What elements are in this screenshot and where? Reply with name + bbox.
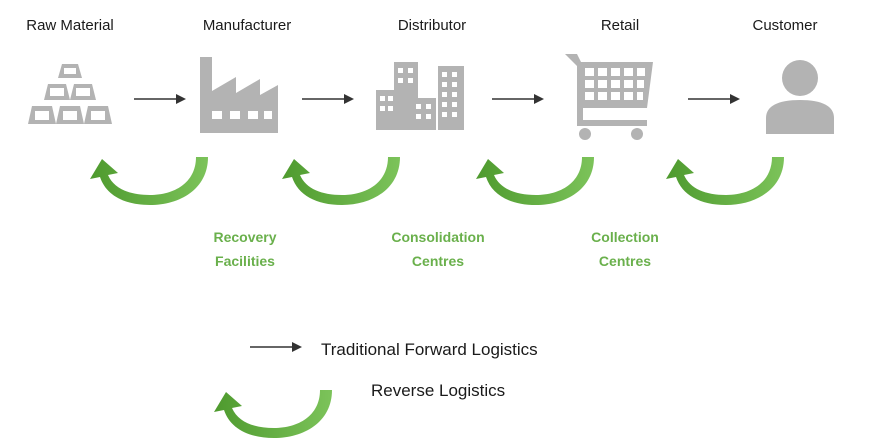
facility-label-line: Centres [411, 253, 465, 269]
reverse-arrow [282, 157, 400, 205]
facility-label-line: Consolidation [391, 229, 485, 245]
forward-arrow [688, 94, 740, 104]
forward-arrow [134, 94, 186, 104]
facility-label-recovery: Recovery Facilities [213, 225, 276, 273]
person-icon [766, 60, 834, 134]
forward-arrow [302, 94, 354, 104]
buildings-icon [376, 62, 464, 130]
legend-forward-arrow [250, 342, 302, 352]
shopping-cart-icon [565, 54, 653, 140]
legend-reverse-label: Reverse Logistics [371, 381, 506, 400]
facility-label-line: Centres [598, 253, 652, 269]
reverse-arrow [666, 157, 784, 205]
forward-arrow [492, 94, 544, 104]
stage-label-manufacturer: Manufacturer [202, 17, 292, 34]
facility-label-line: Facilities [215, 253, 275, 269]
facility-label-line: Recovery [213, 229, 277, 245]
stage-label-raw-material: Raw Material [26, 17, 114, 34]
reverse-arrow [90, 157, 208, 205]
gold-bars-icon [28, 64, 112, 124]
stage-label-distributor: Distributor [397, 17, 467, 34]
reverse-arrow [476, 157, 594, 205]
factory-icon [200, 57, 278, 133]
legend-reverse-arrow [214, 390, 332, 438]
legend-forward-label: Traditional Forward Logistics [321, 340, 538, 359]
facility-label-consolidation: Consolidation Centres [391, 225, 484, 273]
stage-label-retail: Retail [600, 17, 640, 34]
facility-label-collection: Collection Centres [591, 225, 659, 273]
facility-label-line: Collection [591, 229, 659, 245]
stage-label-customer: Customer [752, 17, 818, 34]
